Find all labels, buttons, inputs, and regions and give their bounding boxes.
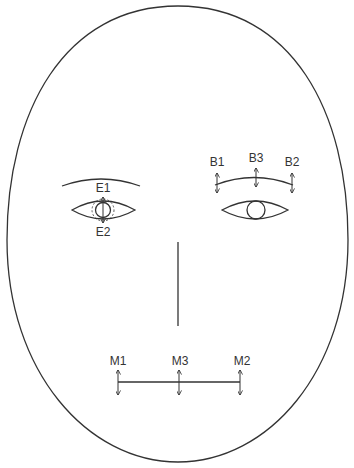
callout-label: E2 bbox=[95, 226, 112, 238]
callout-label: B3 bbox=[248, 152, 265, 164]
callout-label: M2 bbox=[233, 355, 252, 367]
mouth-arrow bbox=[240, 370, 241, 395]
brow-arrow bbox=[217, 173, 218, 193]
right-eye bbox=[222, 201, 288, 219]
callout-label: M1 bbox=[109, 355, 128, 367]
nose-line bbox=[177, 242, 178, 326]
right-iris bbox=[247, 201, 265, 219]
callout-label: B1 bbox=[209, 156, 226, 168]
eye-arrow bbox=[103, 197, 104, 223]
right-eyebrow bbox=[215, 178, 293, 186]
mouth-arrow bbox=[179, 370, 180, 395]
callout-label: M3 bbox=[171, 355, 190, 367]
face-outline bbox=[7, 6, 348, 462]
callout-label: E1 bbox=[95, 182, 112, 194]
callout-label: B2 bbox=[284, 156, 301, 168]
mouth-arrow bbox=[118, 370, 119, 395]
brow-arrow bbox=[292, 173, 293, 193]
brow-arrow bbox=[256, 168, 257, 187]
